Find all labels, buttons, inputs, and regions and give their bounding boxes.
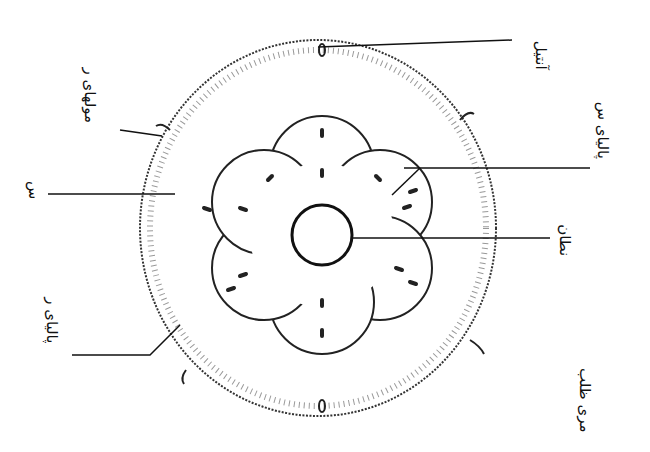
part-label: پالیای ر xyxy=(44,297,61,343)
part-label: مولهای ر xyxy=(82,67,99,123)
part-label: مری ظلب xyxy=(577,368,594,432)
part-label: نطان xyxy=(557,224,574,256)
part-label: آنتیل xyxy=(532,41,549,70)
part-label: س xyxy=(26,181,43,199)
part-label: پالیای س xyxy=(595,101,612,158)
